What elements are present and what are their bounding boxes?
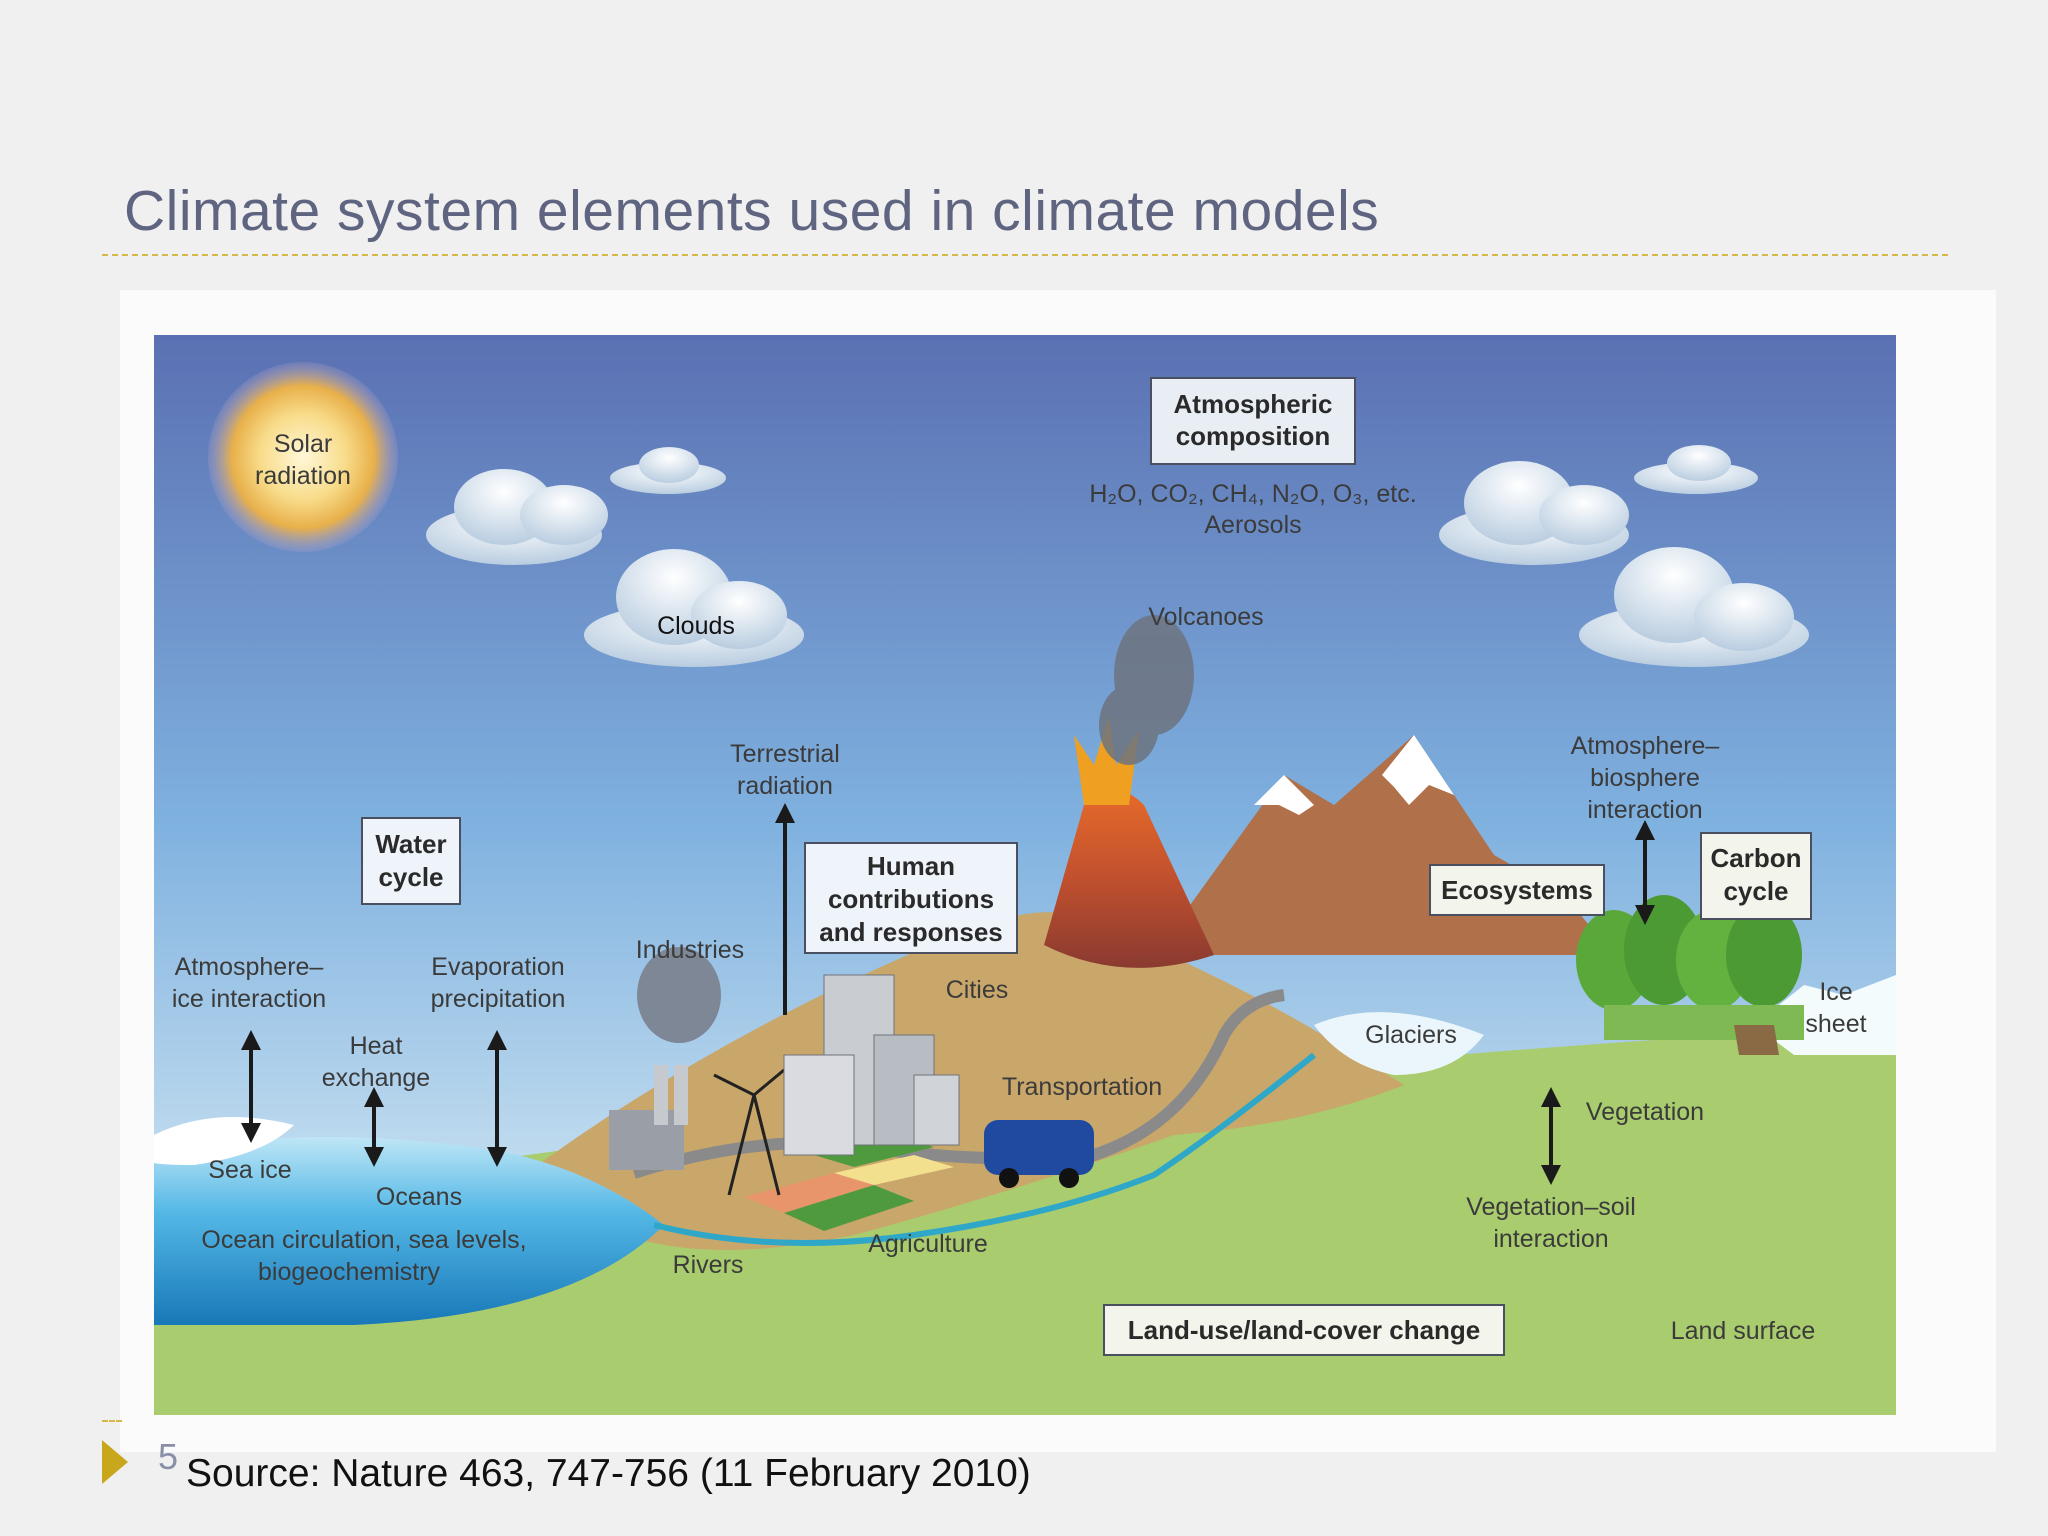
atmospheric-composition-box: Atmospheric composition	[1150, 377, 1356, 465]
svg-text:cycle: cycle	[1723, 876, 1788, 906]
forest-icon	[1576, 895, 1804, 1040]
veg-soil-label: interaction	[1493, 1225, 1608, 1253]
svg-text:and responses: and responses	[819, 917, 1003, 947]
rivers-label: Rivers	[673, 1251, 744, 1279]
factory-icon	[609, 947, 721, 1170]
heat-exchange-label: Heat	[350, 1032, 403, 1060]
cloud-icon	[1439, 461, 1629, 565]
svg-text:Ecosystems: Ecosystems	[1441, 875, 1593, 905]
volcano	[1044, 790, 1214, 968]
sea-ice-label: Sea ice	[208, 1156, 291, 1184]
cities-label: Cities	[946, 976, 1009, 1004]
deer-icon	[1734, 1025, 1779, 1055]
transportation-label: Transportation	[1002, 1073, 1162, 1101]
agriculture-label: Agriculture	[868, 1230, 988, 1258]
bullet-triangle-icon	[102, 1440, 128, 1484]
oceans-label: Oceans	[376, 1183, 462, 1211]
van-icon	[984, 1120, 1094, 1188]
svg-text:cycle: cycle	[378, 862, 443, 892]
heat-exchange-label: exchange	[322, 1064, 430, 1092]
ocean-circulation-label: Ocean circulation, sea levels,	[201, 1226, 526, 1254]
ocean	[154, 1137, 664, 1325]
sun-icon	[208, 362, 398, 552]
city-buildings-icon	[783, 974, 960, 1156]
slide-number: 5	[158, 1436, 179, 1477]
ocean-circulation-label: biogeochemistry	[258, 1258, 441, 1286]
snow-cap	[1382, 735, 1454, 805]
svg-text:Water: Water	[375, 829, 446, 859]
svg-text:composition: composition	[1176, 421, 1331, 451]
atm-ice-label: ice interaction	[172, 985, 326, 1013]
evaporation-label: Evaporation	[431, 953, 564, 981]
river	[653, 1052, 1316, 1246]
atm-ice-label: Atmosphere–	[175, 953, 324, 981]
cloud-icon	[1634, 445, 1758, 494]
evaporation-label: precipitation	[431, 985, 566, 1013]
climate-system-diagram: Atmospheric composition Water cycle Huma…	[154, 335, 1896, 1415]
cloud-icon	[610, 447, 726, 494]
wind-turbine-icon	[713, 1068, 785, 1196]
svg-text:Carbon: Carbon	[1711, 843, 1802, 873]
industries-label: Industries	[636, 936, 744, 964]
footer-divider	[102, 1420, 122, 1422]
svg-text:Atmospheric: Atmospheric	[1174, 389, 1333, 419]
clouds-label: Clouds	[657, 612, 735, 640]
terrestrial-label: radiation	[737, 772, 833, 800]
cloud-icon	[426, 469, 608, 565]
atm-bio-label: Atmosphere–	[1571, 732, 1720, 760]
aerosols-label: Aerosols	[1204, 511, 1301, 539]
atm-bio-label: interaction	[1587, 796, 1702, 824]
ice-sheet-label: Ice	[1819, 978, 1852, 1006]
cloud-icon	[1579, 547, 1809, 667]
sun-label: Solar	[274, 430, 332, 458]
land-surface-label: Land surface	[1671, 1317, 1816, 1345]
terrestrial-label: Terrestrial	[730, 740, 840, 768]
slide-title: Climate system elements used in climate …	[124, 179, 1380, 243]
veg-soil-label: Vegetation–soil	[1466, 1193, 1636, 1221]
carbon-cycle-box: Carbon cycle	[1700, 832, 1812, 920]
svg-text:Human: Human	[867, 851, 955, 881]
glaciers-label: Glaciers	[1365, 1021, 1457, 1049]
gases-label: H₂O, CO₂, CH₄, N₂O, O₃, etc.	[1089, 480, 1416, 508]
ecosystems-box: Ecosystems	[1429, 864, 1605, 916]
vegetation-label: Vegetation	[1586, 1098, 1704, 1126]
arrows	[241, 803, 1655, 1185]
source-citation: Source: Nature 463, 747-756 (11 February…	[186, 1452, 1031, 1495]
land-use-box: Land-use/land-cover change	[1103, 1304, 1505, 1356]
lava-icon	[1074, 715, 1139, 805]
sun-label: radiation	[255, 462, 351, 490]
svg-text:contributions: contributions	[828, 884, 994, 914]
human-contributions-box: Human contributions and responses	[804, 842, 1018, 954]
snow-cap	[1254, 775, 1314, 815]
central-hill	[524, 912, 1404, 1250]
title-divider	[102, 254, 1948, 256]
atm-bio-label: biosphere	[1590, 764, 1700, 792]
cloud-icon	[584, 549, 804, 667]
smoke-plume	[1099, 615, 1194, 765]
ice-sheet-label: sheet	[1805, 1010, 1866, 1038]
water-cycle-box: Water cycle	[361, 817, 461, 905]
svg-text:Land-use/land-cover change: Land-use/land-cover change	[1128, 1315, 1481, 1345]
glacier	[1314, 1012, 1484, 1075]
volcanoes-label: Volcanoes	[1148, 603, 1263, 631]
